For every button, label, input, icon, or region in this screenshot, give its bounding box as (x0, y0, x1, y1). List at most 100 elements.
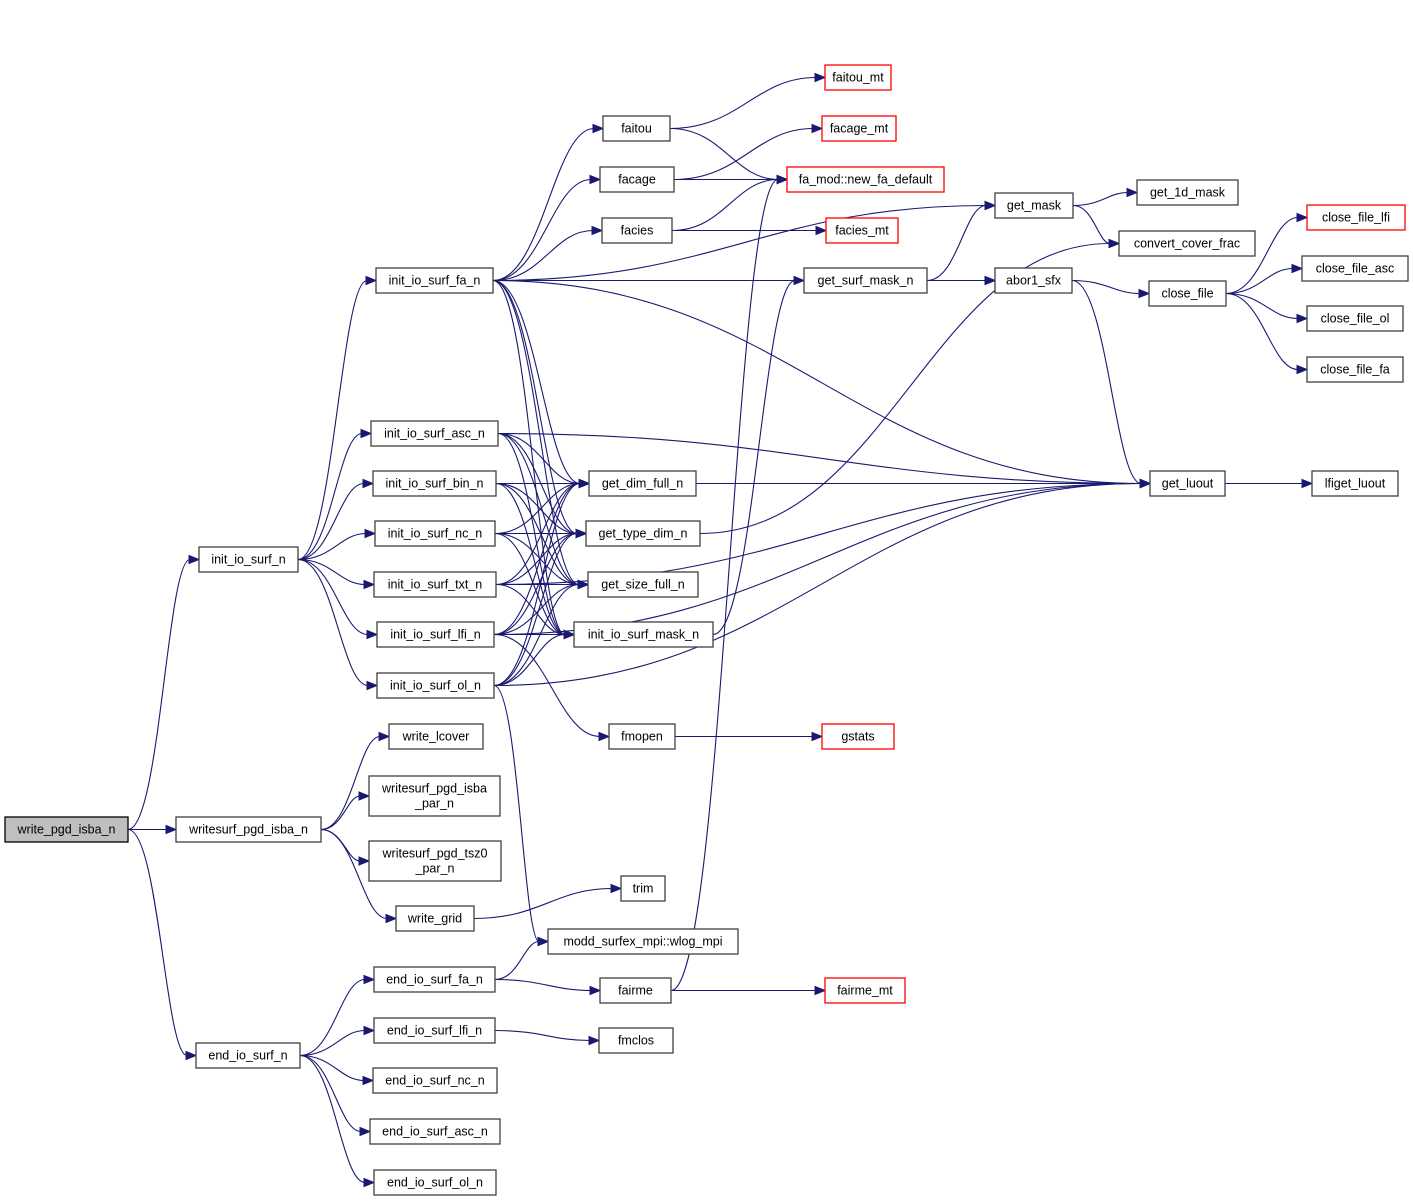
node-box[interactable] (585, 520, 701, 547)
node-init-io-surf-lfi-n[interactable]: init_io_surf_lfi_n (376, 621, 495, 648)
node-box[interactable] (824, 977, 906, 1004)
node-box[interactable] (599, 166, 675, 193)
node-lfiget-luout[interactable]: lfiget_luout (1311, 470, 1399, 497)
node-faitou-mt[interactable]: faitou_mt (824, 64, 892, 91)
node-init-io-surf-n[interactable]: init_io_surf_n (198, 546, 299, 573)
node-box[interactable] (373, 1017, 496, 1044)
node-facage[interactable]: facage (599, 166, 675, 193)
node-init-io-surf-txt-n[interactable]: init_io_surf_txt_n (373, 571, 497, 598)
node-box[interactable] (602, 115, 671, 142)
node-box[interactable] (599, 977, 672, 1004)
node-end-io-surf-ol-n[interactable]: end_io_surf_ol_n (373, 1169, 497, 1196)
node-write-pgd-isba-n[interactable]: write_pgd_isba_n (4, 816, 129, 843)
node-box[interactable] (388, 723, 484, 750)
node-box[interactable] (372, 1067, 498, 1094)
node-box[interactable] (368, 840, 502, 882)
node-fairme-mt[interactable]: fairme_mt (824, 977, 906, 1004)
node-box[interactable] (821, 723, 895, 750)
node-new-fa-default[interactable]: fa_mod::new_fa_default (786, 166, 945, 193)
node-get-type-dim-n[interactable]: get_type_dim_n (585, 520, 701, 547)
node-box[interactable] (1311, 470, 1399, 497)
node-init-io-surf-ol-n[interactable]: init_io_surf_ol_n (376, 672, 495, 699)
node-box[interactable] (370, 420, 499, 447)
node-init-io-surf-fa-n[interactable]: init_io_surf_fa_n (375, 267, 494, 294)
node-writesurf-pgd-isba-n[interactable]: writesurf_pgd_isba_n (175, 816, 322, 843)
node-close-file-lfi[interactable]: close_file_lfi (1306, 204, 1406, 231)
node-box[interactable] (803, 267, 928, 294)
node-end-io-surf-asc-n[interactable]: end_io_surf_asc_n (369, 1118, 501, 1145)
node-box[interactable] (821, 115, 897, 142)
node-box[interactable] (547, 928, 739, 955)
node-box[interactable] (368, 775, 501, 817)
node-box[interactable] (372, 470, 497, 497)
node-box[interactable] (395, 905, 475, 932)
node-box[interactable] (198, 546, 299, 573)
node-box[interactable] (824, 64, 892, 91)
node-box[interactable] (587, 571, 699, 598)
node-box[interactable] (375, 267, 494, 294)
node-box[interactable] (1306, 356, 1404, 383)
node-get-mask[interactable]: get_mask (994, 192, 1074, 219)
node-box[interactable] (588, 470, 697, 497)
node-box[interactable] (601, 217, 673, 244)
node-box[interactable] (1136, 179, 1239, 206)
node-write-grid[interactable]: write_grid (395, 905, 475, 932)
node-box[interactable] (825, 217, 899, 244)
node-end-io-surf-n[interactable]: end_io_surf_n (195, 1042, 301, 1069)
node-box[interactable] (369, 1118, 501, 1145)
node-writesurf-pgd-isba-par-n[interactable]: writesurf_pgd_isba_par_n (368, 775, 501, 817)
node-writesurf-pgd-tsz0-par-n[interactable]: writesurf_pgd_tsz0_par_n (368, 840, 502, 882)
node-end-io-surf-lfi-n[interactable]: end_io_surf_lfi_n (373, 1017, 496, 1044)
node-abor1-sfx[interactable]: abor1_sfx (994, 267, 1073, 294)
node-convert-cover-frac[interactable]: convert_cover_frac (1118, 230, 1256, 257)
node-get-surf-mask-n[interactable]: get_surf_mask_n (803, 267, 928, 294)
node-end-io-surf-nc-n[interactable]: end_io_surf_nc_n (372, 1067, 498, 1094)
node-box[interactable] (573, 621, 714, 648)
node-init-io-surf-nc-n[interactable]: init_io_surf_nc_n (374, 520, 496, 547)
node-box[interactable] (376, 672, 495, 699)
node-get-1d-mask[interactable]: get_1d_mask (1136, 179, 1239, 206)
node-close-file-fa[interactable]: close_file_fa (1306, 356, 1404, 383)
node-box[interactable] (994, 192, 1074, 219)
node-facies[interactable]: facies (601, 217, 673, 244)
node-box[interactable] (1148, 280, 1227, 307)
node-box[interactable] (376, 621, 495, 648)
node-facies-mt[interactable]: facies_mt (825, 217, 899, 244)
node-end-io-surf-fa-n[interactable]: end_io_surf_fa_n (373, 966, 496, 993)
node-fmopen[interactable]: fmopen (608, 723, 676, 750)
node-box[interactable] (374, 520, 496, 547)
node-init-io-surf-asc-n[interactable]: init_io_surf_asc_n (370, 420, 499, 447)
node-box[interactable] (373, 571, 497, 598)
node-box[interactable] (373, 1169, 497, 1196)
node-box[interactable] (608, 723, 676, 750)
node-box[interactable] (1301, 255, 1409, 282)
node-get-size-full-n[interactable]: get_size_full_n (587, 571, 699, 598)
node-close-file[interactable]: close_file (1148, 280, 1227, 307)
node-box[interactable] (1149, 470, 1226, 497)
node-faitou[interactable]: faitou (602, 115, 671, 142)
node-box[interactable] (4, 816, 129, 843)
node-write-lcover[interactable]: write_lcover (388, 723, 484, 750)
node-box[interactable] (1306, 305, 1404, 332)
node-trim[interactable]: trim (620, 875, 666, 902)
node-fmclos[interactable]: fmclos (598, 1027, 674, 1054)
node-close-file-ol[interactable]: close_file_ol (1306, 305, 1404, 332)
node-get-luout[interactable]: get_luout (1149, 470, 1226, 497)
node-box[interactable] (175, 816, 322, 843)
node-box[interactable] (195, 1042, 301, 1069)
node-box[interactable] (620, 875, 666, 902)
node-box[interactable] (598, 1027, 674, 1054)
node-init-io-surf-bin-n[interactable]: init_io_surf_bin_n (372, 470, 497, 497)
node-wlog-mpi[interactable]: modd_surfex_mpi::wlog_mpi (547, 928, 739, 955)
node-fairme[interactable]: fairme (599, 977, 672, 1004)
node-gstats[interactable]: gstats (821, 723, 895, 750)
node-box[interactable] (786, 166, 945, 193)
node-box[interactable] (1118, 230, 1256, 257)
node-init-io-surf-mask-n[interactable]: init_io_surf_mask_n (573, 621, 714, 648)
node-close-file-asc[interactable]: close_file_asc (1301, 255, 1409, 282)
node-box[interactable] (994, 267, 1073, 294)
node-get-dim-full-n[interactable]: get_dim_full_n (588, 470, 697, 497)
node-facage-mt[interactable]: facage_mt (821, 115, 897, 142)
node-box[interactable] (1306, 204, 1406, 231)
node-box[interactable] (373, 966, 496, 993)
